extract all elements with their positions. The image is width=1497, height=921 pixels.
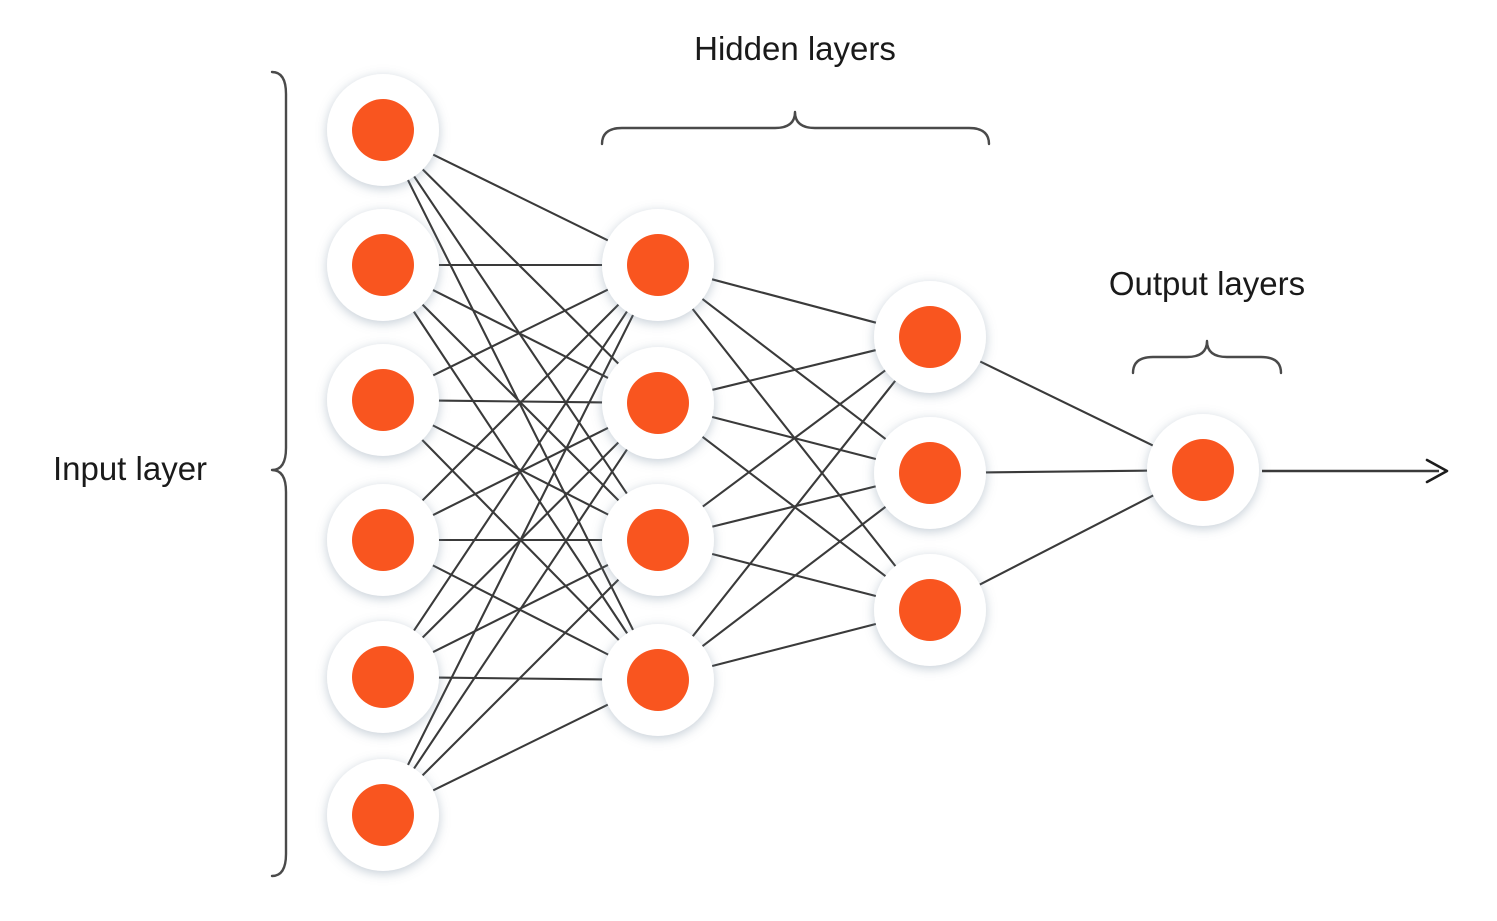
neuron-node[interactable] xyxy=(1147,414,1259,526)
connection-edge xyxy=(977,493,1156,587)
input-layer-label: Input layer xyxy=(53,450,207,487)
neuron-core xyxy=(899,306,961,368)
connection-edge xyxy=(690,378,898,639)
connection-edge xyxy=(709,622,879,668)
connection-edge xyxy=(420,302,621,503)
neuron-core xyxy=(352,784,414,846)
connection-edge xyxy=(699,504,889,649)
connection-edge xyxy=(406,177,635,633)
neuron-node[interactable] xyxy=(327,74,439,186)
input-brace xyxy=(270,70,288,878)
neuron-node[interactable] xyxy=(602,347,714,459)
neuron-node[interactable] xyxy=(327,759,439,871)
braces-group xyxy=(270,70,1283,878)
neuron-node[interactable] xyxy=(327,344,439,456)
connection-edge xyxy=(709,484,879,529)
connection-edges-group xyxy=(406,152,1156,793)
neuron-node[interactable] xyxy=(327,484,439,596)
output-brace xyxy=(1131,339,1283,375)
neuron-node[interactable] xyxy=(874,417,986,529)
connection-edge xyxy=(700,368,888,509)
output-arrow-head xyxy=(1425,458,1449,484)
connection-edge xyxy=(430,287,611,378)
connection-edge xyxy=(430,152,611,243)
neuron-core xyxy=(899,579,961,641)
neuron-core xyxy=(899,442,961,504)
connection-edge xyxy=(709,348,879,392)
neuron-core xyxy=(352,234,414,296)
neuron-core xyxy=(627,234,689,296)
output-arrow-group xyxy=(1262,458,1449,484)
connection-edge xyxy=(406,312,635,768)
neuron-node[interactable] xyxy=(874,281,986,393)
neuron-core xyxy=(352,646,414,708)
hidden-brace xyxy=(600,110,991,146)
neuron-nodes-group xyxy=(327,74,1259,871)
neuron-core xyxy=(352,369,414,431)
neuron-core xyxy=(627,509,689,571)
connection-edge xyxy=(977,359,1156,448)
connection-edge xyxy=(420,166,621,367)
connection-edge xyxy=(709,552,879,598)
connection-edge xyxy=(411,446,630,772)
neuron-node[interactable] xyxy=(874,554,986,666)
neuron-node[interactable] xyxy=(602,209,714,321)
connection-edge xyxy=(420,577,621,778)
output-layers-label: Output layers xyxy=(1109,265,1305,302)
neuron-node[interactable] xyxy=(602,484,714,596)
neuron-core xyxy=(352,509,414,571)
neuron-core xyxy=(627,372,689,434)
connection-edge xyxy=(982,469,1151,474)
neuron-core xyxy=(1172,439,1234,501)
neuron-node[interactable] xyxy=(602,624,714,736)
connection-edge xyxy=(411,308,630,634)
hidden-layers-label: Hidden layers xyxy=(694,30,896,67)
connection-edge xyxy=(430,288,611,380)
neuron-node[interactable] xyxy=(327,209,439,321)
neuron-core xyxy=(352,99,414,161)
neuron-node[interactable] xyxy=(327,621,439,733)
connection-edge xyxy=(709,277,879,325)
neuron-core xyxy=(627,649,689,711)
connection-edge xyxy=(430,702,611,793)
